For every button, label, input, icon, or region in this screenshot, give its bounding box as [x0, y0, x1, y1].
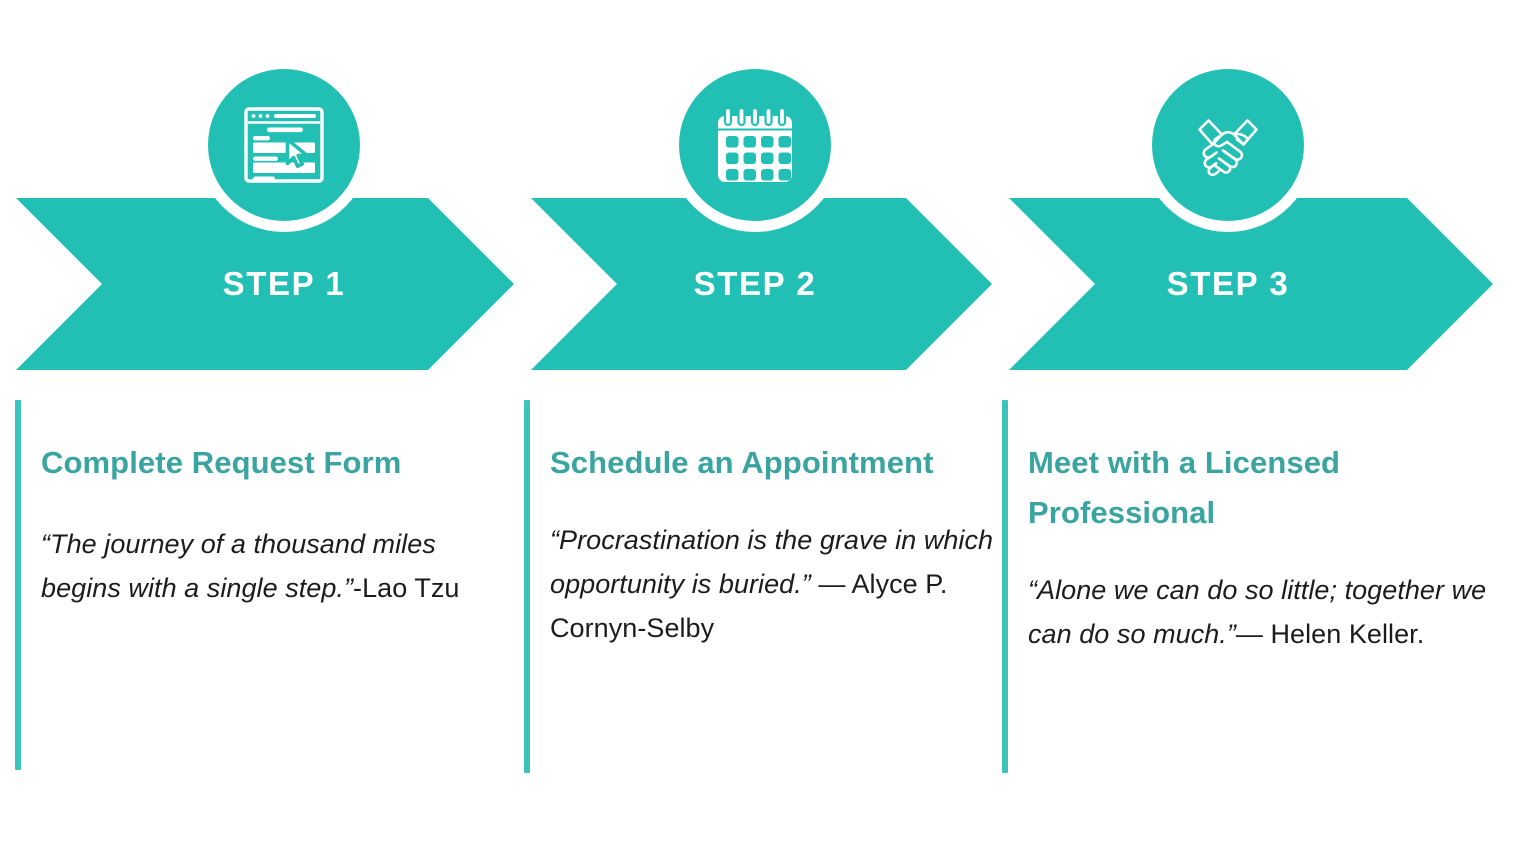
handshake-icon: [1182, 109, 1274, 181]
step-3-quote: “Alone we can do so little; together we …: [1028, 538, 1492, 656]
step-2-heading: Schedule an Appointment: [550, 445, 934, 480]
step-1-quote: “The journey of a thousand miles begins …: [41, 488, 485, 610]
step-3-detail-column: Meet with a Licensed Professional “Alone…: [1002, 400, 1492, 773]
step-3-quote-attribution: — Helen Keller.: [1235, 619, 1425, 650]
step-2-icon-badge: [679, 69, 831, 221]
step-label-2: STEP 2: [693, 265, 817, 302]
accent-bar-step-2: [524, 400, 530, 773]
step-1-detail-column: Complete Request Form “The journey of a …: [15, 400, 485, 770]
step-2-quote-text: “Procrastination is the grave in which o…: [550, 525, 994, 600]
step-3-quote-text: “Alone we can do so little; together we …: [1028, 575, 1487, 650]
web-form-icon: [242, 103, 326, 187]
chevron-shape-step-1: [16, 198, 514, 370]
step-3-heading: Meet with a Licensed Professional: [1028, 445, 1341, 531]
step-1-heading: Complete Request Form: [41, 445, 402, 480]
step-2-quote: “Procrastination is the grave in which o…: [550, 488, 994, 650]
accent-bar-step-1: [15, 400, 21, 770]
step-1-quote-attribution: -Lao Tzu: [353, 573, 460, 604]
step-2-detail-column: Schedule an Appointment “Procrastination…: [524, 400, 994, 773]
process-chevron-band: [0, 198, 1519, 370]
step-2-quote-attribution: — Alyce P. Cornyn-Selby: [550, 569, 948, 644]
chevron-shape-step-3: [1009, 198, 1493, 370]
accent-bar-step-3: [1002, 400, 1008, 773]
step-label-1: STEP 1: [222, 265, 346, 302]
step-1-icon-badge: [208, 69, 360, 221]
step-label-3: STEP 3: [1166, 265, 1290, 302]
chevron-shape-step-2: [531, 198, 992, 370]
calendar-icon: [712, 102, 798, 188]
step-1-quote-text: “The journey of a thousand miles begins …: [41, 529, 436, 604]
step-3-icon-badge: [1152, 69, 1304, 221]
